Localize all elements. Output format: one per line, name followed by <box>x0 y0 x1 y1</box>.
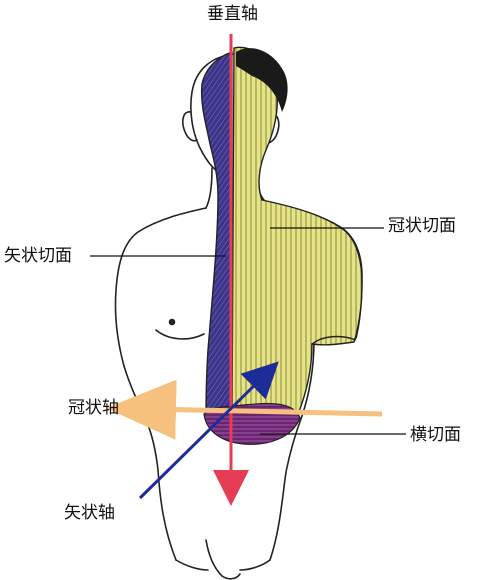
sagittal-plane-section <box>202 52 232 418</box>
label-coronal-axis: 冠状轴 <box>68 398 119 418</box>
label-sagittal-plane: 矢状切面 <box>4 246 72 266</box>
coronal-plane-section <box>232 47 362 414</box>
label-sagittal-axis: 矢状轴 <box>64 503 115 523</box>
label-horizontal-plane: 横切面 <box>410 425 461 445</box>
label-coronal-plane: 冠状切面 <box>388 216 456 236</box>
label-vertical-axis: 垂直轴 <box>207 4 258 24</box>
coronal-axis-arrow <box>146 409 382 414</box>
